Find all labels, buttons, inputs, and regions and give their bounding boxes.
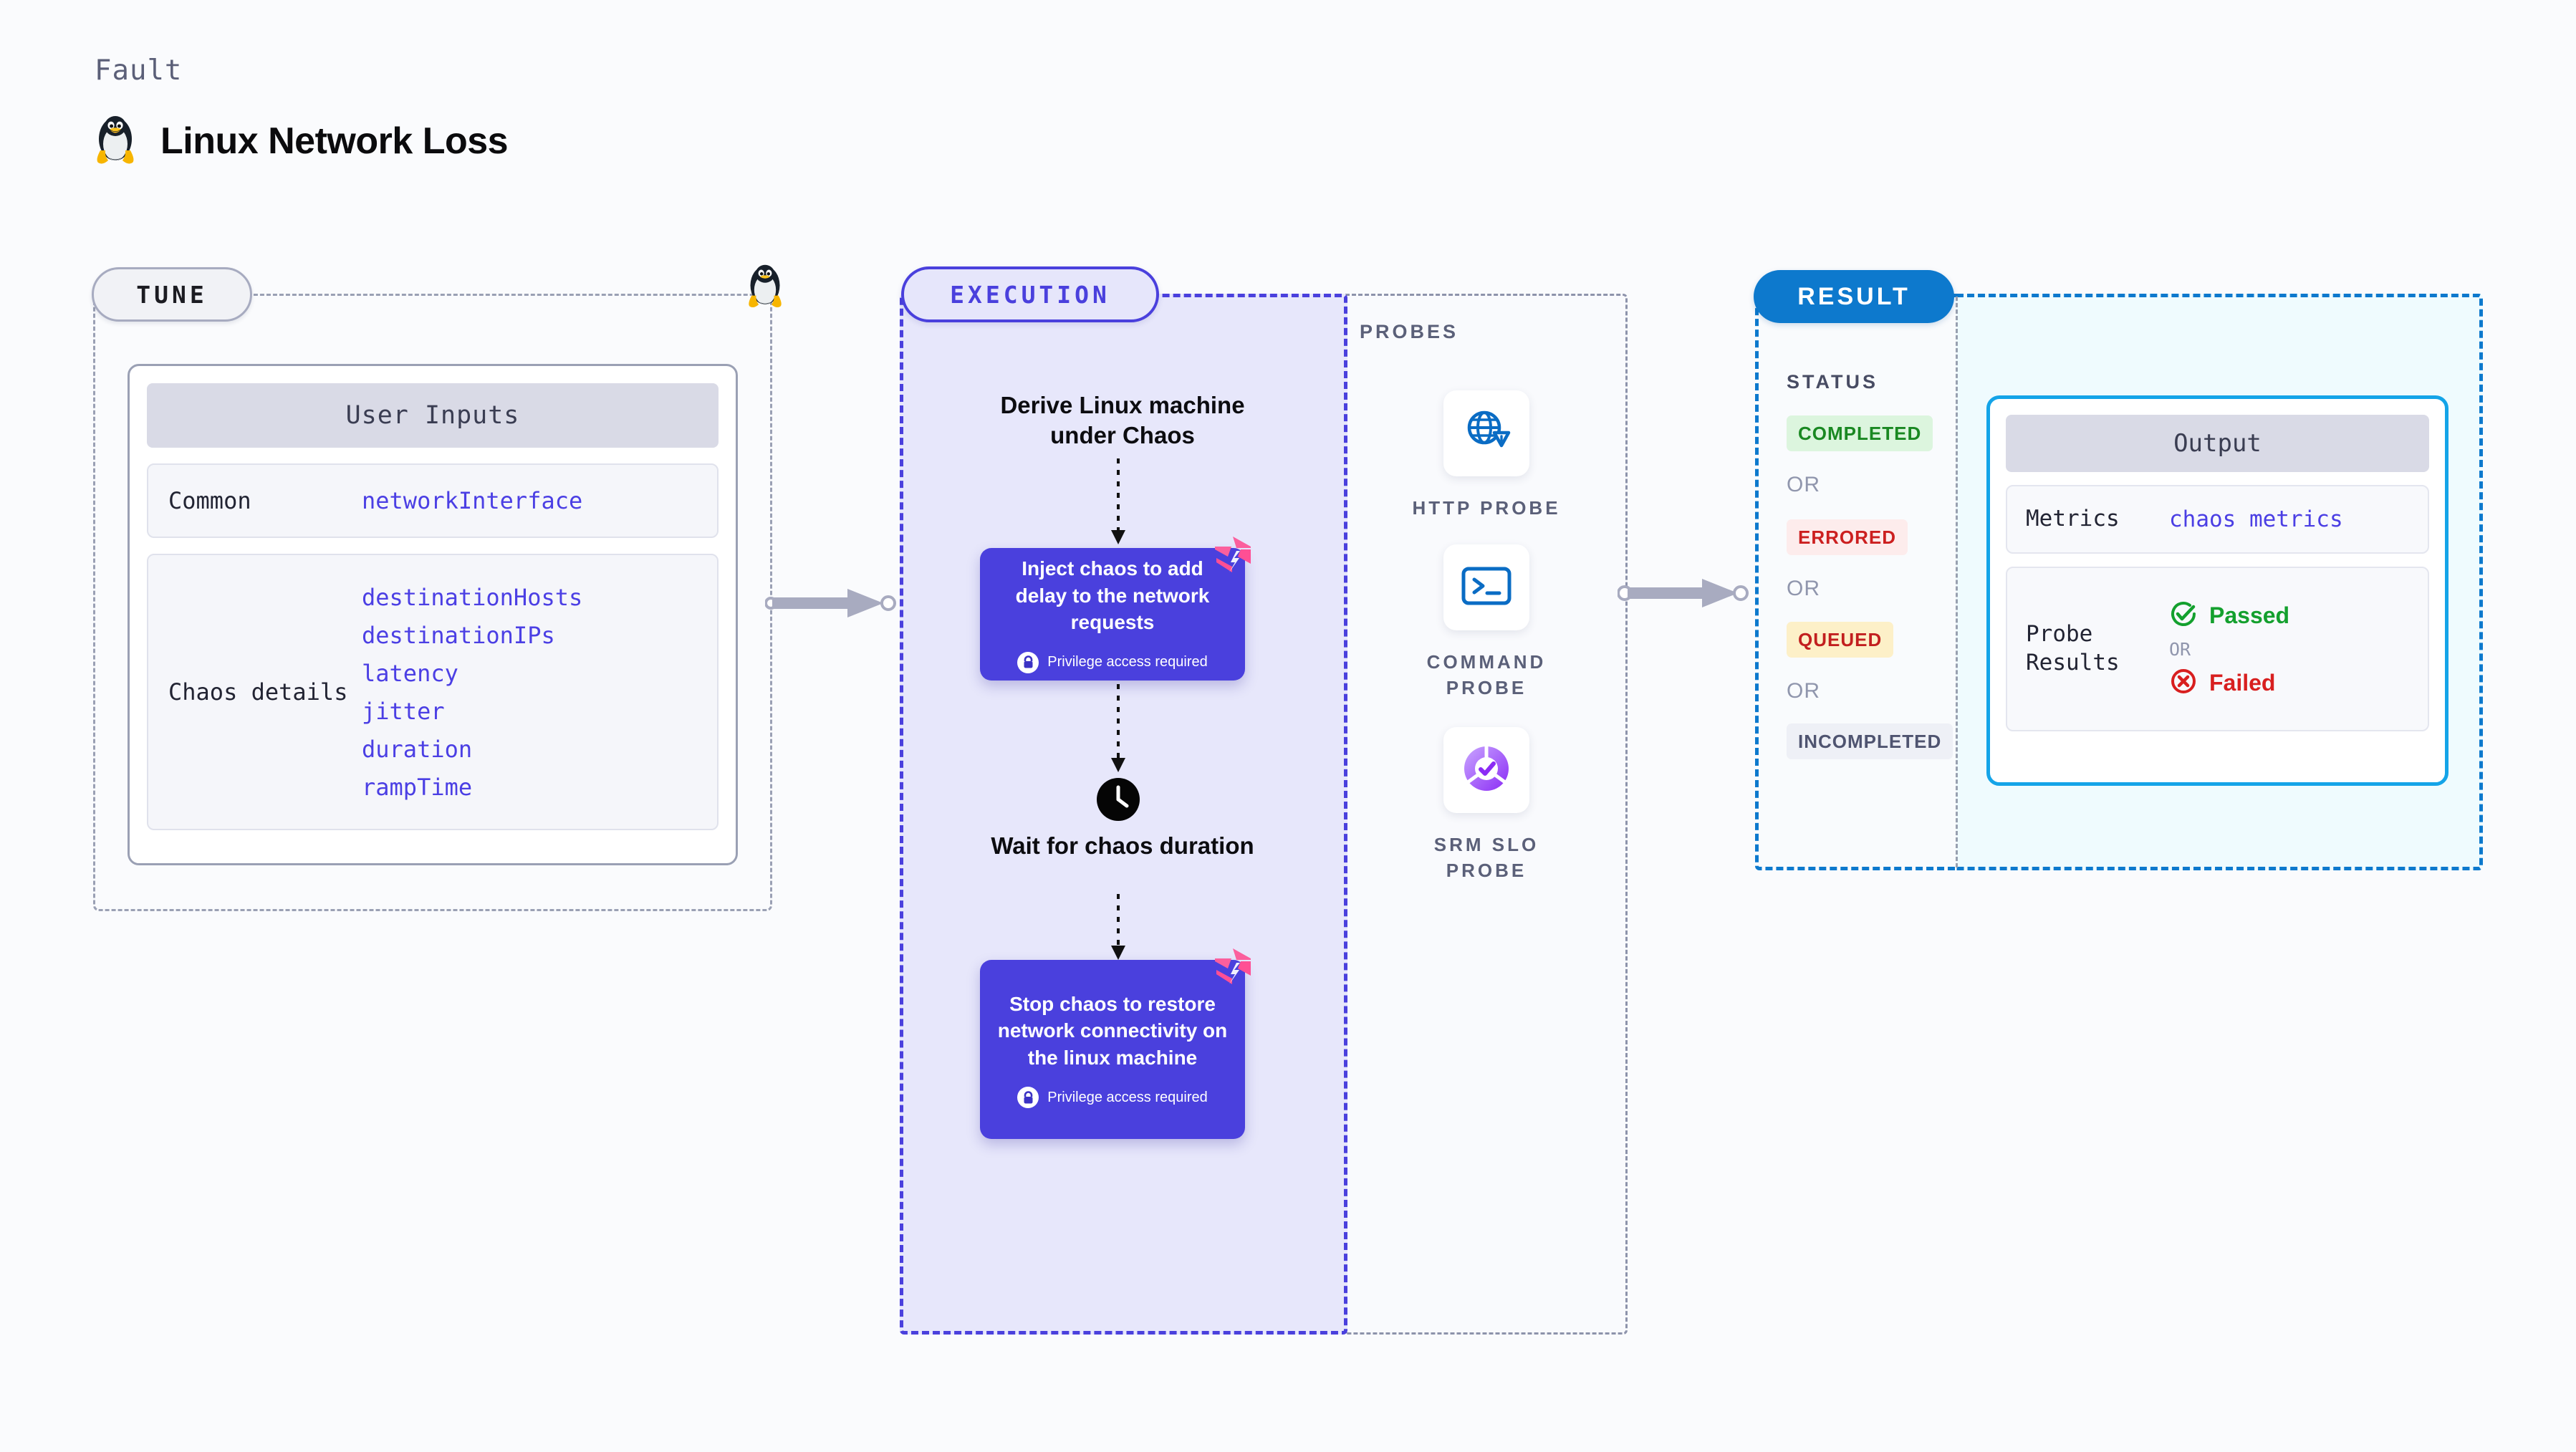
execution-stage-pill[interactable]: EXECUTION: [901, 266, 1159, 322]
status-badge-completed: COMPLETED: [1787, 415, 1933, 451]
globe-warning-icon: [1460, 405, 1513, 462]
probe-item-http[interactable]: HTTP PROBE: [1400, 390, 1572, 521]
check-circle-icon: [2169, 600, 2198, 632]
clock-icon: [1096, 777, 1140, 822]
input-value: destinationIPs: [362, 621, 555, 649]
input-value: destinationHosts: [362, 583, 583, 611]
row-label: Common: [168, 487, 251, 514]
execution-step-stop-card[interactable]: Stop chaos to restore network connectivi…: [980, 948, 1251, 1139]
slo-donut-check-icon: [1459, 741, 1514, 799]
x-circle-icon: [2169, 667, 2198, 699]
execution-step-derive-label: Derive Linux machine under Chaos: [1000, 392, 1245, 449]
lock-icon: [1017, 1087, 1039, 1109]
privilege-note: Privilege access required: [1017, 651, 1208, 673]
connector-derive-to-inject: [1111, 458, 1125, 544]
result-status-region: [1755, 294, 1956, 870]
output-row-metrics: Metrics chaos metrics: [2006, 485, 2429, 554]
probes-region: [1345, 294, 1628, 1335]
privilege-text: Privilege access required: [1047, 1089, 1208, 1105]
linux-penguin-badge-icon: [745, 264, 785, 314]
output-row-label: Metrics: [2026, 506, 2120, 532]
page-title: Linux Network Loss: [160, 120, 509, 162]
input-value: networkInterface: [362, 487, 583, 514]
status-section-label: STATUS: [1787, 371, 1878, 393]
probe-tile: [1443, 544, 1529, 630]
connector-wait-to-stop: [1111, 894, 1125, 960]
execution-to-result-arrow: [1618, 579, 1749, 607]
result-stage-pill[interactable]: RESULT: [1754, 270, 1954, 323]
row-values: destinationHosts destinationIPs latency …: [362, 584, 582, 801]
output-row-value: chaos metrics: [2169, 506, 2343, 532]
step-text: Inject chaos to add delay to the network…: [1015, 557, 1210, 634]
page-title-row: Linux Network Loss: [93, 115, 509, 168]
probes-section-label: PROBES: [1360, 321, 1459, 342]
status-badge-queued: QUEUED: [1787, 622, 1894, 658]
probe-result-passed: Passed: [2169, 600, 2289, 632]
probe-label: COMMAND PROBE: [1426, 651, 1547, 699]
status-or-3: OR: [1787, 679, 1820, 703]
execution-step-inject-card[interactable]: Inject chaos to add delay to the network…: [980, 537, 1251, 681]
eyebrow-label: Fault: [95, 54, 183, 87]
result-divider: [1956, 297, 1958, 867]
status-or-1: OR: [1787, 473, 1820, 496]
probe-result-failed: Failed: [2169, 667, 2289, 699]
user-input-row-chaos-details: Chaos details destinationHosts destinati…: [147, 554, 719, 830]
output-card-title: Output: [2006, 415, 2429, 472]
probe-tile: [1443, 390, 1529, 476]
probe-tile: [1443, 727, 1529, 813]
output-row-probe-results: Probe Results Passed OR: [2006, 567, 2429, 731]
tune-to-execution-arrow: [765, 589, 896, 617]
execution-step-wait-label: Wait for chaos duration: [991, 832, 1254, 859]
row-label: Chaos details: [168, 678, 348, 706]
probe-item-command[interactable]: COMMAND PROBE: [1400, 544, 1572, 701]
harness-logo-icon: [1211, 532, 1255, 580]
tune-stage-pill[interactable]: TUNE: [92, 267, 252, 322]
user-input-row-common: Common networkInterface: [147, 463, 719, 538]
row-values: networkInterface: [362, 487, 582, 514]
status-badge-errored: ERRORED: [1787, 519, 1908, 555]
harness-logo-icon: [1211, 944, 1255, 992]
input-value: latency: [362, 659, 458, 687]
user-inputs-card: User Inputs Common networkInterface Chao…: [128, 364, 738, 865]
output-row-label: Probe Results: [2026, 621, 2120, 675]
input-value: duration: [362, 735, 473, 763]
connector-inject-to-wait: [1111, 684, 1125, 772]
probe-result-values: Passed OR Failed: [2169, 600, 2289, 699]
input-value: jitter: [362, 697, 445, 725]
privilege-note: Privilege access required: [1017, 1087, 1208, 1109]
lock-icon: [1017, 651, 1039, 673]
output-card: Output Metrics chaos metrics Probe Resul…: [1986, 395, 2448, 786]
input-value: rampTime: [362, 773, 473, 801]
status-badge-incompleted: INCOMPLETED: [1787, 723, 1953, 759]
probe-result-or: OR: [2169, 638, 2191, 660]
probe-label: HTTP PROBE: [1412, 497, 1561, 519]
probe-label: SRM SLO PROBE: [1433, 834, 1539, 882]
user-inputs-title: User Inputs: [147, 383, 719, 448]
failed-label: Failed: [2209, 669, 2276, 696]
terminal-icon: [1460, 564, 1513, 612]
probe-item-srm-slo[interactable]: SRM SLO PROBE: [1400, 727, 1572, 884]
passed-label: Passed: [2209, 602, 2290, 628]
status-or-2: OR: [1787, 577, 1820, 600]
step-text: Stop chaos to restore network connectivi…: [997, 992, 1228, 1069]
privilege-text: Privilege access required: [1047, 654, 1208, 670]
linux-penguin-icon: [93, 115, 138, 168]
